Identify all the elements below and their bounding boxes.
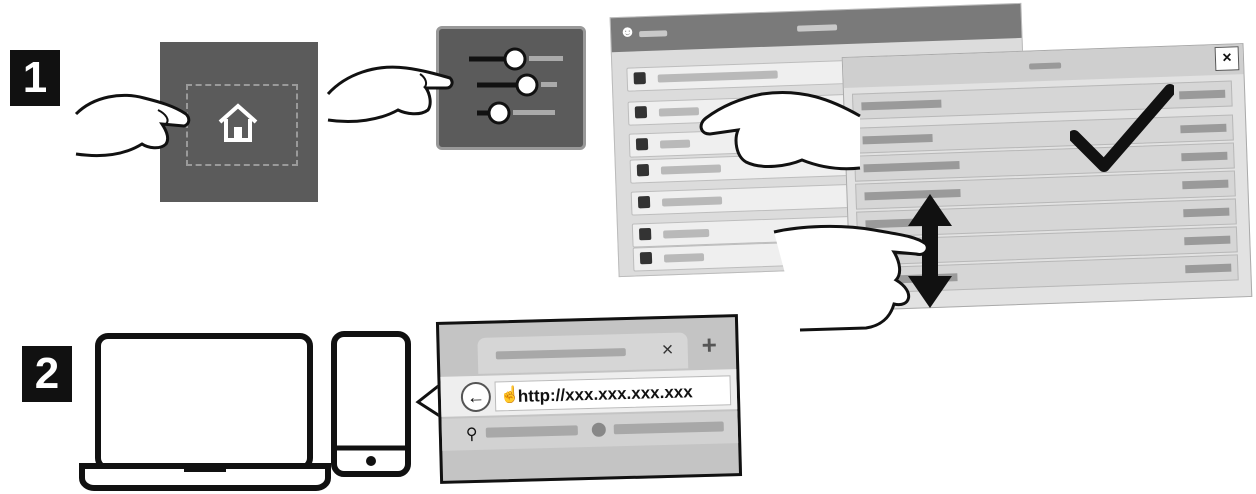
address-bar[interactable]: ☝ http://xxx.xxx.xxx.xxx	[495, 375, 732, 411]
tab-close-button[interactable]: ×	[661, 339, 673, 362]
home-icon	[215, 100, 261, 146]
step-2-badge: 2	[22, 346, 72, 402]
search-input[interactable]	[486, 425, 578, 437]
settings-toggle-icon[interactable]	[449, 39, 573, 135]
hand-icon	[326, 54, 456, 144]
address-bar-row: ← ☝ http://xxx.xxx.xxx.xxx	[440, 369, 737, 417]
url-text: http://xxx.xxx.xxx.xxx	[518, 382, 693, 407]
hand-icon	[692, 76, 862, 180]
phone-icon	[330, 330, 412, 478]
hand-icon	[770, 222, 930, 334]
laptop-icon	[78, 330, 332, 492]
search-row: ⚲	[441, 411, 738, 451]
user-icon: ☻	[619, 23, 636, 42]
menu-header: ☻	[611, 4, 1022, 52]
browser-window: × + ← ☝ http://xxx.xxx.xxx.xxx ⚲	[436, 314, 742, 484]
setting-row[interactable]	[852, 80, 1233, 119]
settings-panel	[436, 26, 586, 150]
checkmark-icon	[1070, 84, 1174, 176]
browser-tab[interactable]: ×	[477, 332, 688, 373]
search-icon: ⚲	[466, 424, 478, 444]
step-1-badge: 1	[10, 50, 60, 106]
menu-item[interactable]	[631, 184, 860, 216]
new-tab-button[interactable]: +	[701, 330, 717, 361]
dialog-close-button[interactable]: ×	[1215, 46, 1240, 71]
back-arrow-icon[interactable]: ←	[461, 382, 492, 413]
hand-icon	[74, 84, 194, 174]
